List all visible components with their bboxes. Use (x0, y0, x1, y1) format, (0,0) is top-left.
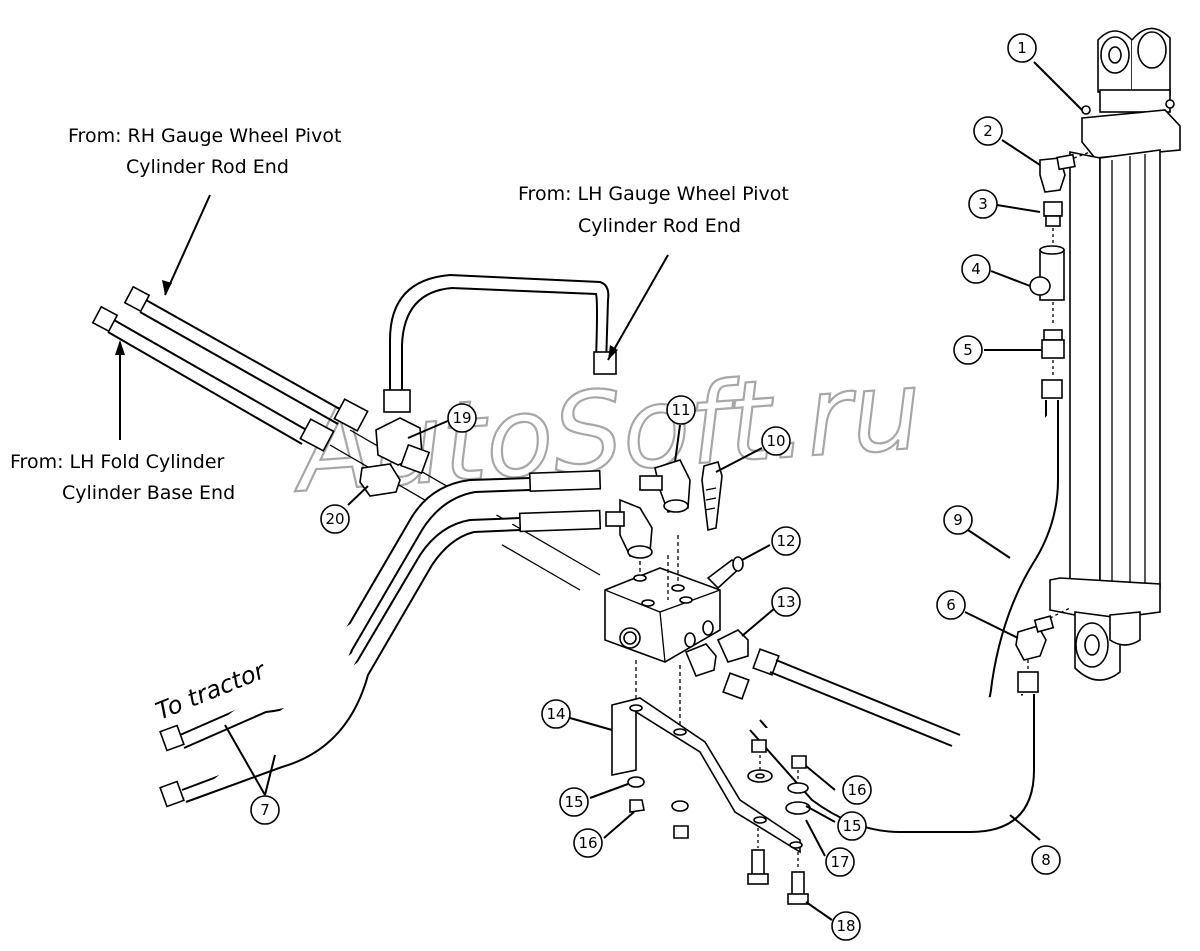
hose-rh-gauge (123, 285, 369, 432)
svg-text:2: 2 (983, 122, 993, 140)
callout-4: 4 (961, 254, 991, 284)
adapter-20 (359, 463, 401, 497)
svg-text:1: 1 (1017, 39, 1027, 57)
svg-text:5: 5 (963, 341, 973, 359)
svg-text:3: 3 (978, 195, 988, 213)
elbow-fitting-top (1039, 151, 1091, 193)
callout-19: 19 (447, 403, 477, 433)
svg-text:16: 16 (578, 834, 597, 852)
svg-text:8: 8 (1041, 851, 1051, 869)
label-lh-fold-2: Cylinder Base End (62, 482, 235, 504)
label-lh-fold-1: From: LH Fold Cylinder (10, 451, 225, 473)
callout-7: 7 (250, 795, 280, 825)
hose-8 (749, 671, 1039, 833)
callout-9: 9 (943, 505, 973, 535)
callout-10: 10 (761, 426, 791, 456)
bolts-18 (747, 828, 809, 905)
callout-18: 18 (831, 911, 861, 941)
callout-14: 14 (541, 699, 571, 729)
tee-fitting-4 (1029, 245, 1065, 325)
svg-text:10: 10 (766, 432, 785, 450)
svg-text:15: 15 (842, 817, 861, 835)
label-rh-gauge-1: From: RH Gauge Wheel Pivot (68, 125, 341, 147)
svg-text:9: 9 (953, 511, 963, 529)
callout-15-right: 15 (837, 811, 867, 841)
label-lh-gauge-2: Cylinder Rod End (578, 215, 741, 237)
plug-12 (706, 556, 744, 590)
callout-16-right: 16 (842, 775, 872, 805)
svg-text:12: 12 (776, 532, 795, 550)
elbow-fitting-6 (1015, 607, 1071, 672)
elbow-fitting-11 (605, 459, 691, 559)
callout-8: 8 (1031, 845, 1061, 875)
adapter-fitting-5 (1041, 329, 1065, 378)
svg-text:13: 13 (776, 593, 795, 611)
valve-block (604, 535, 721, 730)
svg-text:16: 16 (847, 781, 866, 799)
callout-6: 6 (936, 590, 966, 620)
bracket-14 (611, 697, 803, 854)
svg-text:15: 15 (564, 793, 583, 811)
label-rh-gauge-2: Cylinder Rod End (126, 156, 289, 178)
callout-5: 5 (953, 335, 983, 365)
hose-9 (800, 379, 1063, 758)
callout-1: 1 (1007, 33, 1037, 63)
svg-text:7: 7 (260, 801, 270, 819)
svg-text:4: 4 (971, 260, 981, 278)
hose-7-to-tractor (159, 469, 602, 808)
svg-text:14: 14 (546, 705, 565, 723)
adapter-fitting-3 (1043, 201, 1063, 248)
hose-lh-gauge (383, 273, 617, 413)
callout-2: 2 (973, 116, 1003, 146)
svg-text:18: 18 (836, 917, 855, 935)
svg-text:19: 19 (452, 409, 471, 427)
fitting-13 (684, 629, 749, 677)
hydraulic-cylinder (1049, 27, 1181, 681)
svg-text:20: 20 (325, 510, 344, 528)
svg-text:11: 11 (671, 401, 690, 419)
callout-3: 3 (968, 189, 998, 219)
callout-16-left: 16 (573, 828, 603, 858)
callout-13: 13 (771, 587, 801, 617)
svg-text:6: 6 (946, 596, 956, 614)
leader-lines (115, 61, 1083, 921)
callout-15-left: 15 (559, 787, 589, 817)
svg-text:17: 17 (830, 853, 849, 871)
pin-10 (701, 461, 723, 531)
callout-12: 12 (771, 526, 801, 556)
hose-lines-right (722, 648, 961, 747)
callout-11: 11 (666, 395, 696, 425)
tee-fitting-19 (375, 417, 431, 475)
callout-17: 17 (825, 847, 855, 877)
label-lh-gauge-1: From: LH Gauge Wheel Pivot (518, 183, 789, 205)
callout-20: 20 (320, 504, 350, 534)
